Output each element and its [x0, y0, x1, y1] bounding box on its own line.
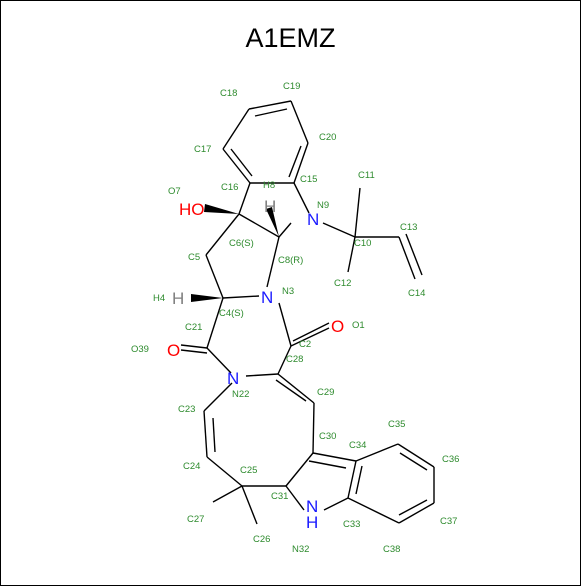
atom-label: C38 [383, 544, 400, 555]
pyrrolidine-ring [205, 213, 280, 299]
atom-label: C8(R) [278, 255, 303, 266]
wedge-c6-o7 [204, 204, 239, 214]
atom-label: C33 [343, 519, 360, 530]
atom-label: C21 [185, 322, 202, 333]
atom-label: C31 [271, 491, 288, 502]
atom-label: C36 [442, 454, 459, 465]
wedge-c4-h4 [191, 294, 223, 302]
atom-label: C11 [358, 170, 375, 181]
atom-label: C2 [299, 339, 311, 350]
atom-label: C35 [388, 419, 405, 430]
atom-label: C4(S) [219, 308, 244, 319]
atom-label: C26 [253, 534, 270, 545]
nitrogen-n22-symbol: N [227, 369, 239, 388]
atom-label: C29 [317, 387, 334, 398]
atom-label: C12 [334, 278, 351, 289]
atom-label: C16 [221, 182, 238, 193]
atom-label: N32 [292, 544, 309, 555]
atom-label: C17 [194, 144, 211, 155]
diagram-title: A1EMZ [245, 23, 336, 53]
atom-label: H8 [263, 180, 275, 191]
hydrogen-h4-symbol: H [172, 289, 184, 308]
n9-substituent [322, 187, 423, 280]
atom-label: C19 [283, 81, 300, 92]
atom-label: N9 [317, 200, 329, 211]
atom-label: C23 [178, 404, 195, 415]
hydrogen-h8-symbol: H [264, 197, 276, 216]
atom-label: C25 [240, 465, 257, 476]
atom-label: H4 [153, 293, 165, 304]
atom-label: O39 [131, 344, 149, 355]
nitrogen-n9-symbol: N [307, 210, 319, 229]
benzene-ring-top [222, 100, 309, 184]
indole-nitrogen-symbol: N [306, 497, 318, 516]
atom-label: C13 [400, 222, 417, 233]
atom-label: C18 [220, 88, 237, 99]
oxygen-o39-symbol: O [167, 341, 180, 360]
atom-label: C15 [300, 174, 317, 185]
oxygen-o1-symbol: O [331, 317, 344, 336]
atom-label: O1 [352, 320, 365, 331]
atom-label: C24 [183, 461, 200, 472]
indole-five-ring [285, 452, 357, 511]
atom-label: C6(S) [229, 238, 254, 249]
atom-label: N3 [282, 286, 294, 297]
atom-label: O7 [168, 186, 181, 197]
atom-label: C28 [286, 354, 303, 365]
atom-label: C14 [408, 288, 425, 299]
azocine-ring [203, 373, 315, 525]
atom-label: C30 [319, 431, 336, 442]
nitrogen-n3-symbol: N [261, 288, 273, 307]
indoline-ring [238, 182, 310, 238]
diketopiperazine-ring [180, 297, 330, 377]
atom-label: C34 [349, 440, 366, 451]
atom-label: C37 [440, 516, 457, 527]
atom-labels: C18 C19 C20 C17 C16 H8 C15 C11 O7 N9 C13… [131, 81, 459, 555]
indole-hydrogen-symbol: H [306, 513, 318, 532]
hydroxyl-label: HO [179, 200, 205, 219]
wedge-c8-h8 [266, 207, 279, 237]
atom-label: C27 [187, 514, 204, 525]
indole-benzene-ring [347, 443, 435, 524]
atom-label: C5 [188, 252, 200, 263]
atom-label: C10 [354, 238, 371, 249]
atom-label: N22 [232, 389, 249, 400]
atom-label: C20 [319, 132, 336, 143]
